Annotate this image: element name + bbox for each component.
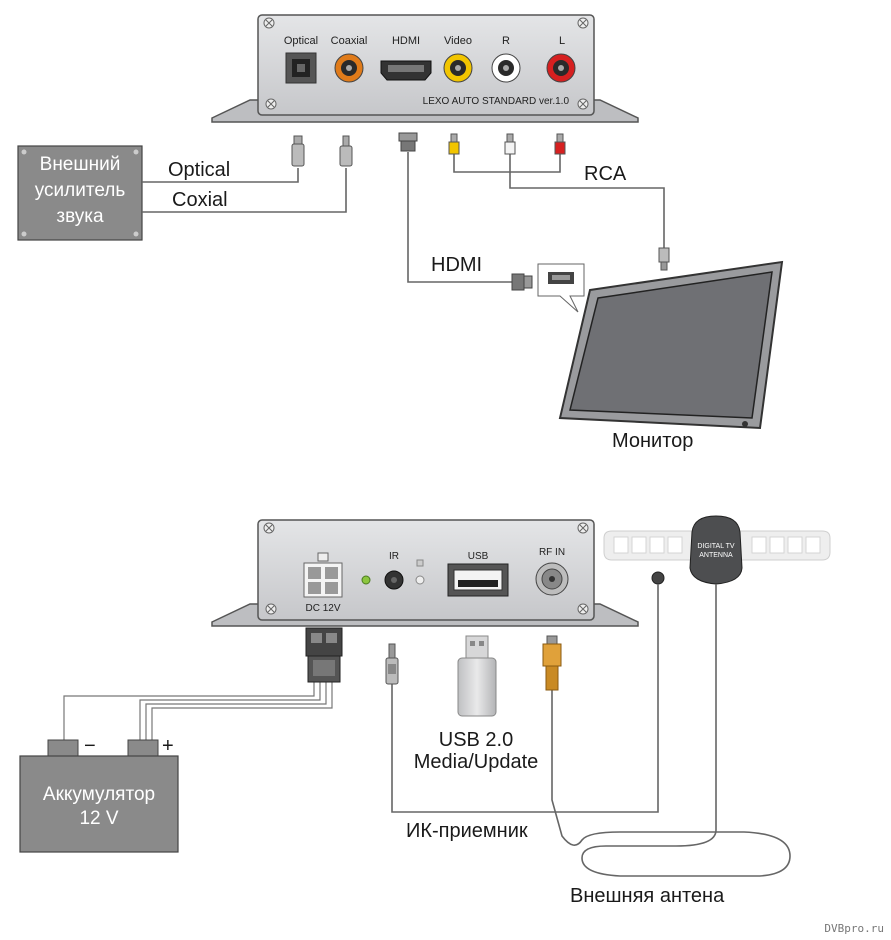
- screw-icon: [577, 522, 589, 534]
- usb-flash-drive-icon: [457, 635, 497, 717]
- port-label-l: L: [559, 35, 565, 47]
- rf-in-port-icon: [535, 562, 569, 596]
- label-usb-line1: USB 2.0: [439, 729, 513, 751]
- port-label-r: R: [502, 35, 510, 47]
- dc-power-plug-icon: [305, 627, 343, 683]
- battery-label-line2: 12 V: [79, 808, 118, 829]
- rca-plug-monitor-icon: [658, 247, 670, 271]
- label-usb-line2: Media/Update: [414, 751, 539, 773]
- battery-label-line1: Аккумулятор: [43, 784, 155, 805]
- label-hdmi: HDMI: [431, 254, 482, 276]
- audio-l-port-icon: [546, 53, 576, 83]
- label-optical: Optical: [168, 159, 230, 181]
- screw-icon: [577, 17, 589, 29]
- external-amplifier: Внешний усилитель звука: [17, 145, 143, 241]
- status-led-icon: [415, 559, 425, 585]
- ir-sensor-head-icon: [651, 571, 665, 585]
- label-coaxial: Coxial: [172, 189, 228, 211]
- ir-plug-icon: [385, 643, 399, 685]
- label-ir-receiver: ИК-приемник: [406, 820, 528, 842]
- amplifier-label-line3: звука: [56, 206, 104, 227]
- screw-icon: [577, 98, 589, 110]
- screw-icon: [263, 17, 275, 29]
- bottom-cables: [63, 584, 791, 877]
- port-label-usb: USB: [468, 551, 489, 562]
- optical-port-icon: [285, 52, 317, 84]
- label-external-antenna: Внешняя антена: [570, 885, 725, 907]
- usb-port-icon: [447, 563, 509, 597]
- port-label-video: Video: [444, 35, 472, 47]
- device-model-label: LEXO AUTO STANDARD ver.1.0: [423, 96, 570, 107]
- hdmi-plug-monitor-icon: [511, 273, 533, 291]
- amplifier-label-line1: Внешний: [40, 154, 121, 175]
- port-label-ir: IR: [389, 551, 399, 562]
- monitor-icon: [537, 260, 784, 430]
- battery-minus-label: −: [84, 735, 96, 757]
- power-led-icon: [361, 575, 371, 585]
- hdmi-port-icon: [380, 60, 432, 81]
- screw-icon: [263, 522, 275, 534]
- port-label-coaxial: Coaxial: [331, 35, 368, 47]
- digital-tv-antenna-icon: DIGITAL TV ANTENNA: [603, 515, 831, 585]
- rca-plug-video-icon: [448, 133, 460, 155]
- hdmi-plug-icon: [398, 132, 418, 152]
- port-label-hdmi: HDMI: [392, 35, 420, 47]
- top-device: Optical Coaxial HDMI Video R L: [211, 14, 639, 123]
- coaxial-plug-icon: [339, 135, 353, 167]
- watermark: DVBpro.ru: [824, 922, 884, 935]
- label-monitor: Монитор: [612, 430, 693, 452]
- battery-icon: Аккумулятор 12 V: [19, 739, 179, 853]
- port-label-optical: Optical: [284, 35, 318, 47]
- top-cables: [142, 152, 665, 283]
- bottom-device: DC 12V IR USB RF IN: [211, 519, 639, 627]
- rf-plug-icon: [542, 635, 562, 691]
- coaxial-port-icon: [334, 53, 364, 83]
- battery-plus-label: +: [162, 735, 174, 757]
- port-label-rf-in: RF IN: [539, 547, 565, 558]
- screw-icon: [265, 98, 277, 110]
- ir-port-icon: [384, 570, 404, 590]
- antenna-badge-line1: DIGITAL TV: [697, 543, 735, 550]
- video-port-icon: [443, 53, 473, 83]
- rca-plug-r-icon: [504, 133, 516, 155]
- screw-icon: [265, 603, 277, 615]
- screw-icon: [577, 603, 589, 615]
- optical-plug-icon: [291, 135, 305, 167]
- rca-plug-l-icon: [554, 133, 566, 155]
- dc-power-port-icon: [303, 552, 343, 598]
- amplifier-label-line2: усилитель: [35, 180, 126, 201]
- port-label-dc12v: DC 12V: [305, 603, 340, 614]
- antenna-badge-line2: ANTENNA: [699, 552, 733, 559]
- label-rca: RCA: [584, 163, 627, 185]
- audio-r-port-icon: [491, 53, 521, 83]
